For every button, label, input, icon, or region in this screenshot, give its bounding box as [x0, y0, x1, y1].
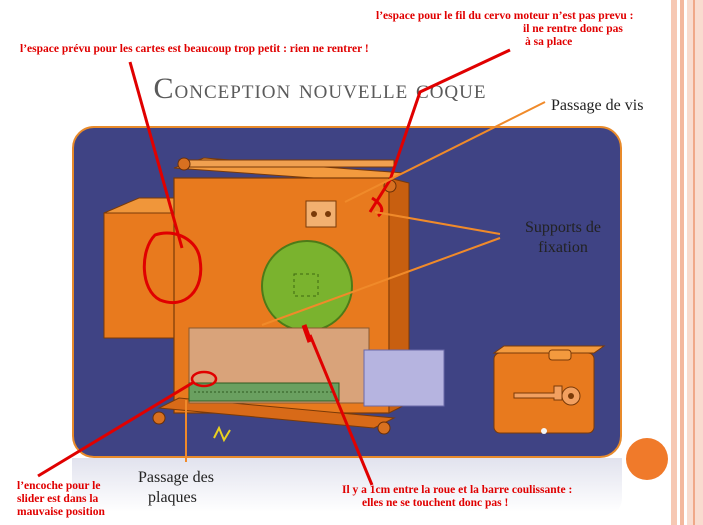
top-rail: [178, 159, 395, 168]
accent-circle: [626, 438, 668, 480]
title-rest: onception nouvelle coque: [174, 74, 487, 104]
notch-line-2: slider est dans la: [17, 493, 99, 505]
plates-line-1: Passage des: [138, 469, 214, 486]
annotation-cards-space: l’espace prévu pour les cartes est beauc…: [20, 43, 369, 55]
slide-title: Conception nouvelle coque: [0, 72, 640, 106]
title-initial: C: [153, 72, 175, 105]
label-plates-passage: Passage des plaques: [138, 468, 248, 508]
side-stripe-3: [687, 0, 703, 525]
plates-line-2: plaques: [148, 489, 197, 506]
annotation-slider-notch: l’encoche pour le slider est dans la mau…: [17, 480, 147, 519]
supports-line-2: fixation: [538, 239, 588, 256]
servo-line-3: à sa place: [525, 36, 573, 48]
label-fixing-supports: Supports de fixation: [508, 218, 618, 258]
side-stripe-1: [671, 0, 677, 525]
annotation-gap: Il y a 1cm entre la roue et la barre cou…: [342, 484, 652, 510]
key-hole: [513, 385, 563, 401]
gap-line-1: Il y a 1cm entre la roue et la barre cou…: [342, 484, 573, 496]
yellow-wire: [213, 425, 231, 443]
cad-render-panel: [72, 126, 622, 458]
label-screw-passage: Passage de vis: [551, 97, 644, 114]
annotation-servo-wire: l’espace pour le fil du cervo moteur n’e…: [376, 10, 676, 49]
slider-extension: [363, 349, 445, 407]
green-wheel: [261, 240, 353, 332]
side-stripe-2: [680, 0, 684, 525]
servo-line-1: l’espace pour le fil du cervo moteur n’e…: [376, 10, 634, 22]
side-stripe-4: [693, 0, 695, 525]
notch-line-1: l’encoche pour le: [17, 480, 101, 492]
gap-line-2: elles ne se touchent donc pas !: [362, 497, 509, 509]
notch-line-3: mauvaise position: [17, 506, 105, 518]
cad-model-drawing: [103, 157, 606, 443]
left-block-front: [103, 212, 175, 339]
screw-support: [305, 200, 337, 228]
servo-line-2: il ne rentre donc pas: [523, 23, 623, 35]
supports-line-1: Supports de: [525, 219, 601, 236]
